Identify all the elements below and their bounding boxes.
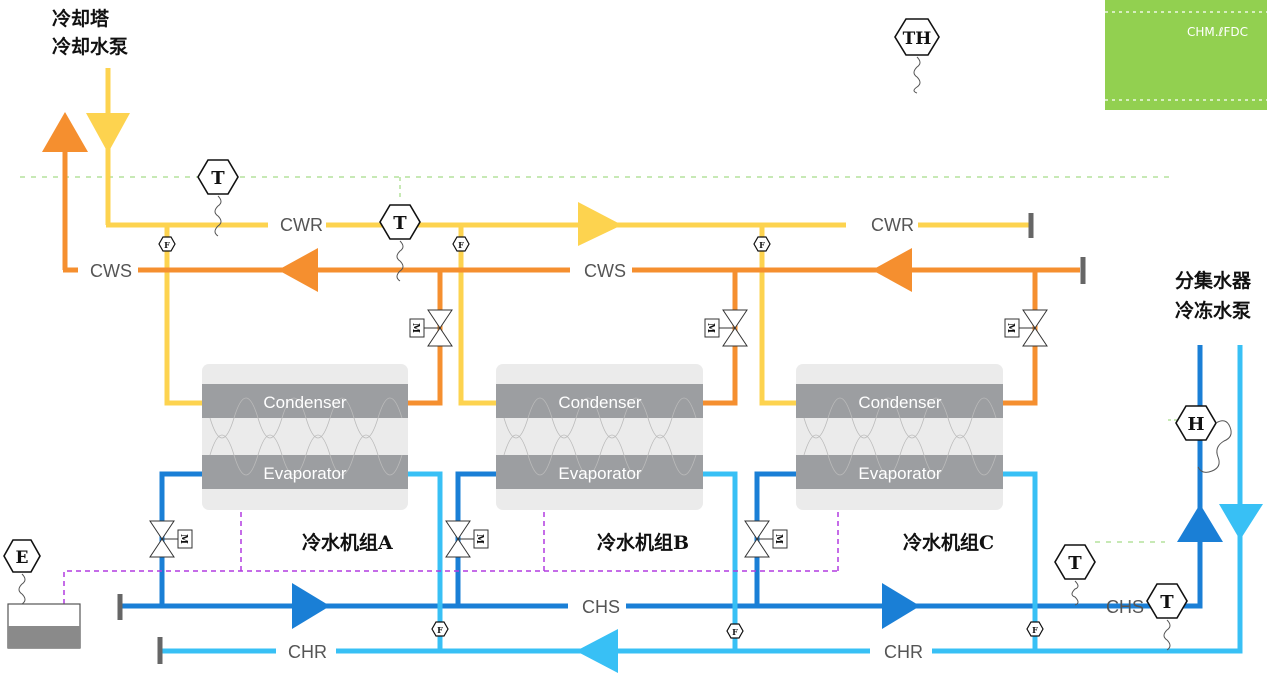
chiller-c-evaporator: Evaporator — [858, 464, 941, 483]
chilled-pump-label: 冷冻水泵 — [1175, 299, 1251, 322]
cwr-label-1: CWR — [280, 215, 323, 235]
temp-humidity-sensor-icon: TH — [894, 18, 940, 94]
temperature-sensor-icon: T — [1054, 544, 1096, 606]
chiller-a-condenser: Condenser — [263, 393, 347, 412]
cws-label-2: CWS — [584, 261, 626, 281]
energy-meter — [7, 573, 81, 649]
chiller-a: Condenser Evaporator — [202, 364, 408, 510]
svg-text:TH: TH — [903, 29, 932, 49]
svg-text:H: H — [1187, 414, 1204, 435]
chiller-a-name: 冷水机组A — [302, 531, 393, 554]
flow-meter-icon: F — [452, 236, 470, 252]
motor-valve-icon: M — [445, 520, 489, 558]
svg-text:T: T — [393, 213, 407, 234]
chiller-b-evaporator: Evaporator — [558, 464, 641, 483]
temperature-sensor-icon: T — [197, 159, 239, 237]
flow-meter-icon: F — [431, 621, 449, 637]
svg-text:M: M — [705, 323, 715, 333]
svg-text:M: M — [178, 534, 188, 544]
svg-text:M: M — [474, 534, 484, 544]
cws-label-1: CWS — [90, 261, 132, 281]
temperature-sensor-icon: T — [379, 204, 421, 282]
svg-text:M: M — [773, 534, 783, 544]
svg-text:T: T — [211, 168, 225, 189]
humidity-sensor-icon: H — [1175, 405, 1232, 473]
svg-text:T: T — [1068, 553, 1082, 574]
cwr-label-2: CWR — [871, 215, 914, 235]
svg-text:M: M — [410, 323, 420, 333]
chiller-b: Condenser Evaporator — [496, 364, 703, 510]
svg-text:M: M — [1005, 323, 1015, 333]
temperature-sensor-icon: T — [1146, 583, 1188, 651]
svg-text:F: F — [732, 627, 738, 637]
chiller-c-condenser: Condenser — [858, 393, 942, 412]
svg-text:F: F — [1032, 625, 1038, 635]
flow-meter-icon: F — [158, 236, 176, 252]
svg-text:F: F — [437, 625, 443, 635]
controller-panel: CHM.ℓFDC — [1105, 0, 1267, 110]
cwr-pipe — [105, 68, 1030, 406]
cooling-pump-label: 冷却水泵 — [52, 35, 128, 58]
header-tank-label: 分集水器 — [1175, 269, 1252, 292]
chs-label-2: CHS — [1106, 597, 1144, 617]
motor-valve-icon: M — [704, 309, 748, 347]
motor-valve-icon: M — [409, 309, 453, 347]
energy-sensor-icon: E — [3, 539, 41, 573]
chiller-c-name: 冷水机组C — [903, 531, 994, 554]
chiller-b-condenser: Condenser — [558, 393, 642, 412]
cooling-tower-label: 冷却塔 — [52, 7, 110, 30]
svg-text:E: E — [16, 548, 29, 568]
svg-text:T: T — [1160, 592, 1174, 613]
energy-signal-line — [63, 512, 839, 604]
svg-text:F: F — [164, 240, 170, 250]
flow-meter-icon: F — [726, 623, 744, 639]
chs-label-1: CHS — [582, 597, 620, 617]
flow-meter-icon: F — [753, 236, 771, 252]
chr-label-2: CHR — [884, 642, 923, 662]
motor-valve-icon: M — [1004, 309, 1048, 347]
svg-text:F: F — [759, 240, 765, 250]
motor-valve-icon: M — [149, 520, 193, 558]
svg-text:F: F — [458, 240, 464, 250]
chiller-a-evaporator: Evaporator — [263, 464, 346, 483]
chr-pipe — [160, 345, 1243, 654]
controller-label: CHM.ℓFDC — [1187, 25, 1248, 39]
chr-label-1: CHR — [288, 642, 327, 662]
chiller-c: Condenser Evaporator — [796, 364, 1003, 510]
flow-meter-icon: F — [1026, 621, 1044, 637]
chiller-b-name: 冷水机组B — [597, 531, 689, 554]
motor-valve-icon: M — [744, 520, 788, 558]
